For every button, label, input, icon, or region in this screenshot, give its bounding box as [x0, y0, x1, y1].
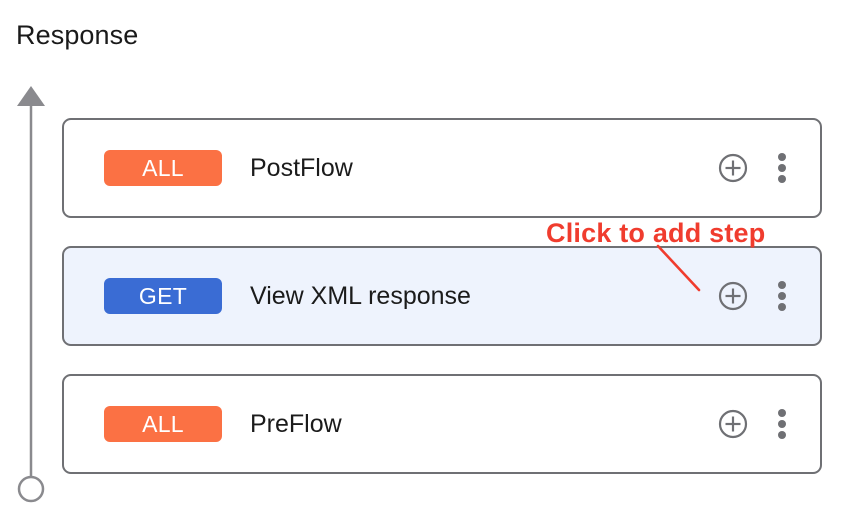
kebab-dot — [778, 175, 786, 183]
flow-axis-svg — [17, 86, 45, 503]
card-actions — [718, 280, 792, 312]
kebab-dot — [778, 431, 786, 439]
plus-circle-icon[interactable] — [718, 281, 748, 311]
kebab-menu-icon[interactable] — [772, 280, 792, 312]
plus-circle-icon[interactable] — [718, 409, 748, 439]
flow-card-view-xml-response[interactable]: GET View XML response — [62, 246, 822, 346]
kebab-dot — [778, 303, 786, 311]
flow-card-stack: ALL PostFlow GET View XML response — [62, 118, 822, 474]
kebab-dot — [778, 164, 786, 172]
page-title: Response — [16, 20, 139, 50]
card-actions — [718, 152, 792, 184]
flow-axis-endpoint-circle-icon — [17, 475, 45, 503]
kebab-menu-icon[interactable] — [772, 152, 792, 184]
flow-axis-arrowhead-icon — [17, 86, 45, 106]
kebab-menu-icon[interactable] — [772, 408, 792, 440]
annotation-label: Click to add step — [546, 218, 766, 248]
kebab-dot — [778, 281, 786, 289]
kebab-dot — [778, 420, 786, 428]
method-badge-all: ALL — [104, 150, 222, 186]
card-actions — [718, 408, 792, 440]
flow-direction-axis — [0, 80, 64, 510]
kebab-dot — [778, 409, 786, 417]
method-badge-all: ALL — [104, 406, 222, 442]
flow-card-label: View XML response — [250, 282, 471, 310]
kebab-dot — [778, 153, 786, 161]
flow-card-postflow[interactable]: ALL PostFlow — [62, 118, 822, 218]
method-badge-get: GET — [104, 278, 222, 314]
flow-card-label: PostFlow — [250, 154, 353, 182]
flow-card-label: PreFlow — [250, 410, 342, 438]
plus-circle-icon[interactable] — [718, 153, 748, 183]
flow-card-preflow[interactable]: ALL PreFlow — [62, 374, 822, 474]
kebab-dot — [778, 292, 786, 300]
